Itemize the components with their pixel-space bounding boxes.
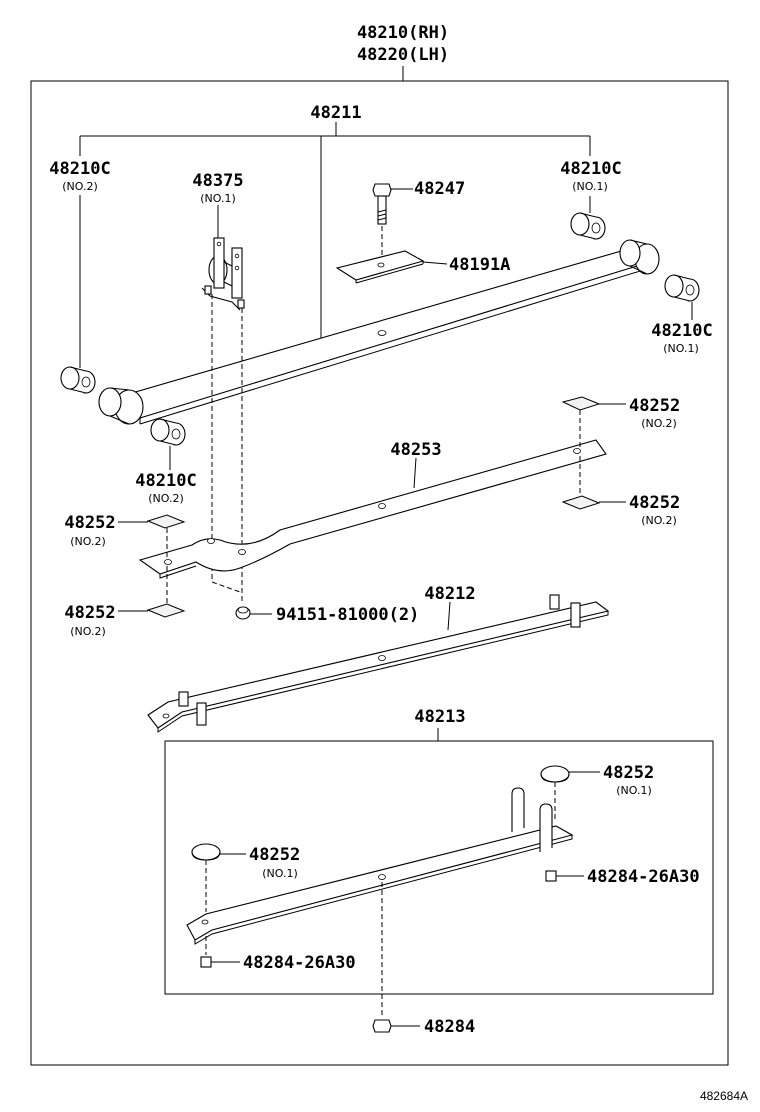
label-48210c-tr: 48210C	[560, 159, 621, 179]
sub-48210c-bl: (NO.2)	[148, 492, 184, 505]
pad-48252-l2	[146, 603, 186, 618]
label-48252-b2: 48252	[249, 845, 300, 865]
bushing-48210c-tl	[60, 366, 96, 394]
label-48252-r1: 48252	[629, 396, 680, 416]
nut-48284-26a30-l	[200, 956, 212, 968]
label-48284-26a30-r: 48284-26A30	[587, 867, 700, 887]
clip-48375	[201, 237, 245, 311]
sub-48252-l1: (NO.2)	[70, 535, 106, 548]
bolt-48247	[372, 183, 392, 262]
rear-eye	[619, 239, 660, 275]
pad-48252-r2	[561, 495, 601, 510]
sub-48252-b1: (NO.1)	[616, 784, 652, 797]
sub-48210c-tl: (NO.2)	[62, 180, 98, 193]
sub-48252-b2: (NO.1)	[262, 867, 298, 880]
label-48212: 48212	[424, 584, 475, 604]
sub-48210c-r: (NO.1)	[663, 342, 699, 355]
label-48210c-r: 48210C	[651, 321, 712, 341]
sub-48252-r2: (NO.2)	[641, 514, 677, 527]
diagram-ref: 482684A	[700, 1089, 748, 1103]
label-48247: 48247	[414, 179, 465, 199]
front-eye	[98, 387, 144, 425]
label-48252-l1: 48252	[64, 513, 115, 533]
rubber-48252-b2	[191, 843, 221, 912]
leaf-48212	[147, 594, 610, 733]
label-48211: 48211	[310, 103, 361, 123]
bushing-48210c-tr	[570, 212, 606, 240]
nut-48284-26a30-r	[545, 870, 557, 882]
pad-48252-r1	[561, 396, 601, 411]
label-48252-b1: 48252	[603, 763, 654, 783]
label-48252-l2: 48252	[64, 603, 115, 623]
label-48375: 48375	[192, 171, 243, 191]
bushing-48210c-bl	[150, 418, 186, 446]
main-leaf-48211	[98, 239, 660, 425]
title-lh: 48220(LH)	[357, 45, 449, 65]
leaf-48253	[138, 439, 607, 579]
nut-48284	[372, 1019, 392, 1033]
sub-48252-l2: (NO.2)	[70, 625, 106, 638]
sub-48375: (NO.1)	[200, 192, 236, 205]
sub-48210c-tr: (NO.1)	[572, 180, 608, 193]
sub-48252-r1: (NO.2)	[641, 417, 677, 430]
label-48213: 48213	[414, 707, 465, 727]
label-48252-r2: 48252	[629, 493, 680, 513]
plate-48191a	[335, 250, 425, 284]
label-48210c-bl: 48210C	[135, 471, 196, 491]
leaf-48213	[186, 787, 574, 945]
rubber-48252-b1	[540, 765, 570, 822]
bushing-48210c-r	[664, 274, 700, 302]
label-48284: 48284	[424, 1017, 475, 1037]
title-rh: 48210(RH)	[357, 23, 449, 43]
label-48284-26a30-l: 48284-26A30	[243, 953, 356, 973]
label-48191a: 48191A	[449, 255, 510, 275]
outer-frame	[30, 80, 729, 1066]
nut-94151	[235, 606, 251, 620]
pad-48252-l1	[146, 514, 186, 529]
label-48253: 48253	[390, 440, 441, 460]
label-94151: 94151-81000(2)	[276, 605, 419, 625]
label-48210c-tl: 48210C	[49, 159, 110, 179]
inner-frame-48213	[164, 740, 714, 995]
